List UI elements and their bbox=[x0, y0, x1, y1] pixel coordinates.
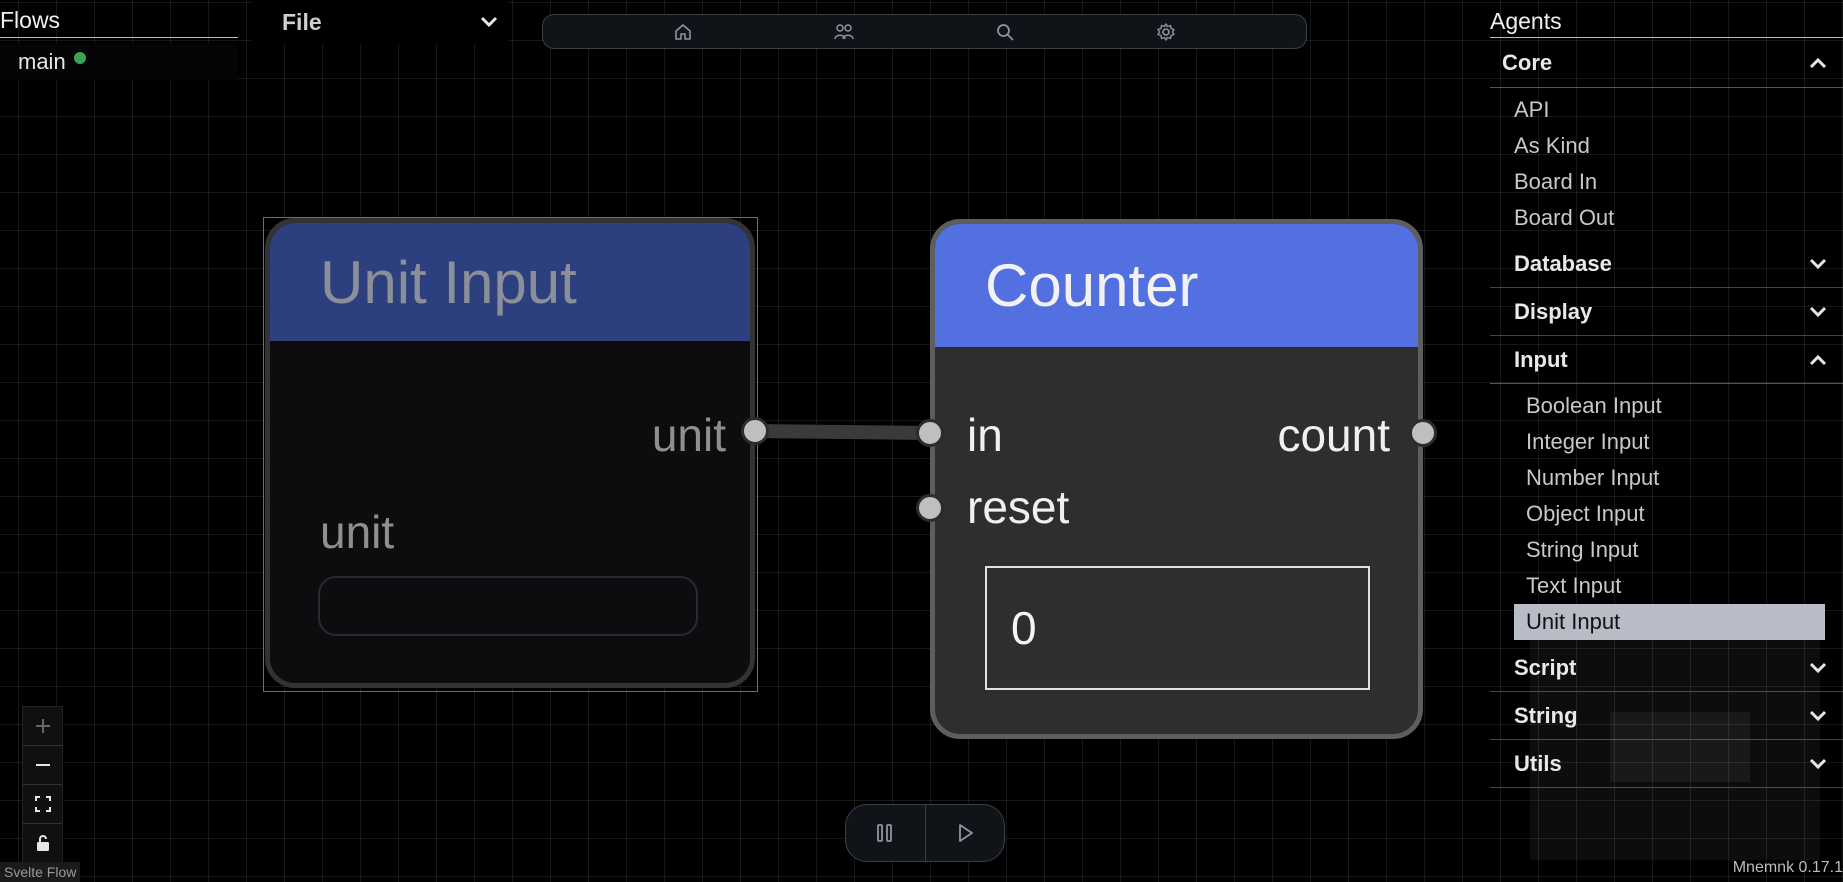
agent-item-as-kind[interactable]: As Kind bbox=[1514, 133, 1590, 158]
flows-panel: Flows main bbox=[0, 0, 240, 80]
chevron-down-icon bbox=[478, 11, 500, 33]
category-core[interactable]: Core bbox=[1490, 38, 1843, 88]
output-port-count[interactable] bbox=[1409, 419, 1437, 447]
settings-button[interactable] bbox=[1153, 19, 1179, 45]
lock-button[interactable] bbox=[23, 824, 62, 862]
fit-view-icon bbox=[34, 796, 51, 812]
input-port-label-reset: reset bbox=[967, 481, 1070, 533]
agent-item-integer-input[interactable]: Integer Input bbox=[1526, 429, 1650, 454]
file-menu-label: File bbox=[282, 8, 322, 35]
agent-item-board-out[interactable]: Board Out bbox=[1514, 205, 1615, 230]
chevron-down-icon bbox=[1809, 306, 1827, 317]
counter-node[interactable]: Counter in reset count 0 bbox=[930, 219, 1423, 739]
pause-icon bbox=[877, 824, 893, 842]
category-label: Script bbox=[1514, 654, 1577, 680]
background-shape bbox=[1610, 712, 1680, 782]
category-database[interactable]: Database bbox=[1490, 240, 1843, 288]
background-shape bbox=[1680, 712, 1750, 782]
counter-display: 0 bbox=[985, 566, 1370, 690]
home-button[interactable] bbox=[670, 19, 696, 45]
minus-icon bbox=[35, 764, 50, 766]
agent-item-board-in[interactable]: Board In bbox=[1514, 169, 1598, 194]
background-shape bbox=[1530, 640, 1820, 860]
category-utils[interactable]: Utils bbox=[1490, 740, 1843, 788]
agent-item-unit-input[interactable]: Unit Input bbox=[1514, 604, 1825, 640]
node-title: Unit Input bbox=[270, 223, 750, 341]
flow-item-label: main bbox=[18, 49, 66, 74]
category-label: String bbox=[1514, 702, 1578, 728]
chevron-up-icon bbox=[1809, 354, 1827, 365]
home-icon bbox=[675, 23, 692, 40]
agents-title: Agents bbox=[1490, 0, 1843, 38]
agent-item-boolean-input[interactable]: Boolean Input bbox=[1526, 393, 1662, 418]
chevron-down-icon bbox=[1809, 662, 1827, 673]
svelte-flow-attribution[interactable]: Svelte Flow bbox=[0, 862, 81, 882]
search-button[interactable] bbox=[992, 19, 1018, 45]
agent-item-text-input[interactable]: Text Input bbox=[1526, 573, 1622, 598]
chevron-down-icon bbox=[1809, 758, 1827, 769]
app-version: Mnemnk 0.17.1 bbox=[1732, 859, 1843, 876]
agent-item-object-input[interactable]: Object Input bbox=[1526, 501, 1645, 526]
chevron-down-icon bbox=[1809, 258, 1827, 269]
output-port-label-count: count bbox=[1277, 409, 1390, 461]
chevron-up-icon bbox=[1809, 57, 1827, 68]
play-icon bbox=[958, 824, 973, 842]
node-title: Counter bbox=[935, 224, 1418, 347]
field-label-unit: unit bbox=[320, 506, 395, 558]
search-icon bbox=[996, 23, 1014, 41]
input-items: Boolean Input Integer Input Number Input… bbox=[1490, 384, 1843, 644]
zoom-in-button[interactable] bbox=[23, 707, 62, 746]
unit-input-node[interactable]: Unit Input unit unit bbox=[265, 218, 755, 688]
flow-item-main[interactable]: main bbox=[0, 44, 238, 80]
category-label: Display bbox=[1514, 298, 1593, 324]
users-button[interactable] bbox=[831, 19, 857, 45]
zoom-out-button[interactable] bbox=[23, 746, 62, 785]
agents-panel: Agents Core API As Kind Board In Board O… bbox=[1490, 0, 1843, 882]
category-label: Core bbox=[1502, 49, 1553, 75]
lock-icon bbox=[36, 835, 49, 851]
output-port-label-unit: unit bbox=[651, 409, 726, 461]
top-toolbar bbox=[542, 14, 1307, 49]
run-controls bbox=[845, 804, 1005, 862]
zoom-controls bbox=[22, 706, 63, 863]
category-label: Utils bbox=[1514, 750, 1562, 776]
category-input[interactable]: Input bbox=[1490, 336, 1843, 384]
output-port-unit[interactable] bbox=[741, 417, 769, 445]
core-items: API As Kind Board In Board Out bbox=[1490, 88, 1843, 240]
gear-icon bbox=[1156, 22, 1175, 41]
agent-item-api[interactable]: API bbox=[1514, 97, 1550, 122]
chevron-down-icon bbox=[1809, 710, 1827, 721]
file-menu[interactable]: File bbox=[252, 0, 508, 44]
flow-status-dot bbox=[73, 52, 86, 64]
input-port-label-in: in bbox=[967, 409, 1003, 461]
input-port-in[interactable] bbox=[916, 419, 944, 447]
flows-title: Flows bbox=[0, 0, 238, 38]
category-script[interactable]: Script bbox=[1490, 644, 1843, 692]
fit-view-button[interactable] bbox=[23, 785, 62, 824]
category-string[interactable]: String bbox=[1490, 692, 1843, 740]
agent-item-number-input[interactable]: Number Input bbox=[1526, 465, 1660, 490]
play-button[interactable] bbox=[924, 805, 1005, 861]
input-port-reset[interactable] bbox=[916, 494, 944, 522]
agent-item-string-input[interactable]: String Input bbox=[1526, 537, 1639, 562]
category-label: Database bbox=[1514, 250, 1612, 276]
category-label: Input bbox=[1514, 346, 1568, 372]
selection-outline bbox=[263, 217, 758, 692]
category-display[interactable]: Display bbox=[1490, 288, 1843, 336]
plus-icon bbox=[35, 719, 50, 733]
unit-field-input[interactable] bbox=[318, 576, 698, 636]
pause-button[interactable] bbox=[846, 805, 925, 861]
users-icon bbox=[834, 23, 854, 39]
